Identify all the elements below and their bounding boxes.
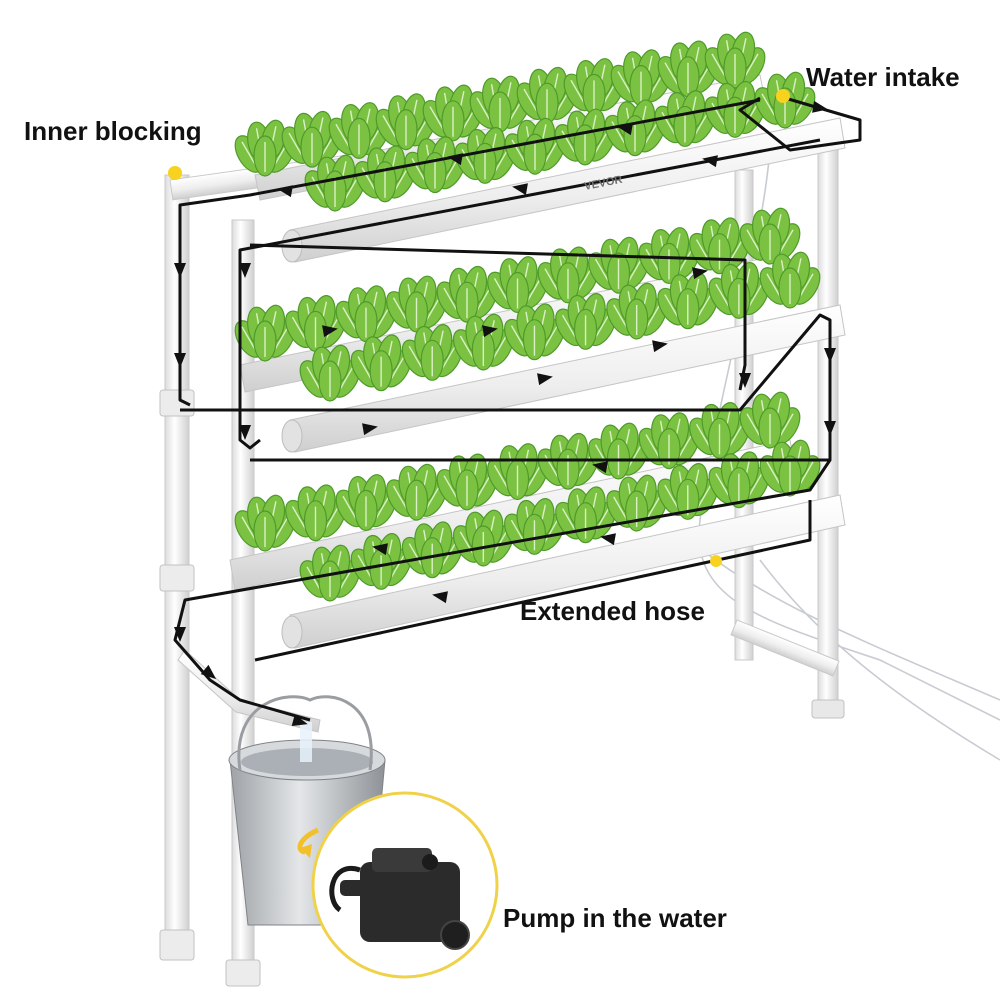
lettuce-plant (299, 544, 361, 602)
lettuce-plant (234, 494, 296, 552)
flow-arrow-icon (482, 325, 498, 338)
lettuce-plant (657, 272, 719, 330)
flow-arrow-icon (692, 267, 708, 280)
lettuce-plant (401, 521, 463, 579)
lettuce-plant (704, 31, 766, 89)
lettuce-plant (739, 391, 801, 449)
lettuce-plants (234, 31, 821, 602)
lettuce-plant (638, 412, 700, 470)
marker-dots (168, 89, 790, 567)
flow-arrow-icon (239, 425, 251, 440)
lettuce-plant (304, 154, 366, 212)
pump-inset (297, 791, 499, 979)
lettuce-plant (386, 463, 447, 521)
lettuce-plant (554, 108, 616, 166)
pump-icon (329, 848, 470, 950)
lettuce-plant (759, 251, 821, 309)
flow-arrow-icon (592, 461, 608, 474)
inner-blocking-label: Inner blocking (24, 116, 202, 146)
flow-arrow-icon (277, 185, 293, 198)
flow-arrow-icon (600, 533, 616, 546)
extended-hose-label: Extended hose (520, 596, 705, 626)
pump-label: Pump in the water (503, 903, 727, 933)
flow-arrow-icon (739, 373, 751, 388)
flow-arrow-icon (291, 714, 308, 726)
flow-arrow-icon (362, 423, 378, 436)
flow-arrow-icon (652, 340, 668, 353)
lettuce-plant (657, 40, 719, 98)
lettuce-plant (588, 422, 649, 480)
lettuce-plant (759, 439, 821, 497)
flow-arrow-icon (322, 325, 338, 338)
flow-arrow-icon (239, 263, 251, 278)
lettuce-plant (386, 275, 447, 333)
lettuce-plant (401, 324, 463, 381)
flow-arrow-icon (824, 348, 836, 363)
flow-arrow-icon (372, 543, 388, 556)
lettuce-plant (285, 484, 346, 542)
lettuce-plant (285, 295, 346, 352)
flow-arrow-icon (537, 373, 553, 386)
lettuce-plant (487, 443, 548, 501)
flow-arrow-icon (174, 263, 186, 278)
lettuce-plant (689, 402, 750, 459)
bucket-icon (228, 695, 386, 926)
marker-dot-icon (776, 89, 790, 103)
flow-arrow-icon (824, 421, 836, 436)
lettuce-plant (537, 246, 599, 304)
lettuce-plant (350, 334, 412, 392)
lettuce-plant (504, 117, 566, 175)
lettuce-plant (739, 207, 801, 265)
flow-arrow-icon (174, 627, 186, 642)
flow-arrow-icon (812, 100, 828, 113)
marker-dot-icon (710, 555, 722, 567)
marker-dot-icon (168, 166, 182, 180)
lettuce-plant (404, 136, 466, 194)
lettuce-plant (555, 486, 616, 544)
lettuce-plant (504, 303, 565, 361)
flow-arrows (174, 100, 836, 726)
lettuce-plant (537, 432, 599, 490)
flow-arrow-icon (617, 123, 633, 136)
flow-arrow-icon (702, 155, 718, 168)
flow-arrow-icon (432, 591, 448, 604)
lettuce-plant (487, 256, 548, 314)
lettuce-plant (335, 285, 397, 343)
flow-arrow-icon (174, 353, 186, 368)
flow-arrow-icon (200, 664, 217, 680)
water-intake-label: Water intake (806, 62, 960, 92)
lettuce-plant (708, 451, 770, 509)
flow-arrow-icon (447, 153, 463, 166)
flow-arrow-icon (512, 183, 528, 196)
